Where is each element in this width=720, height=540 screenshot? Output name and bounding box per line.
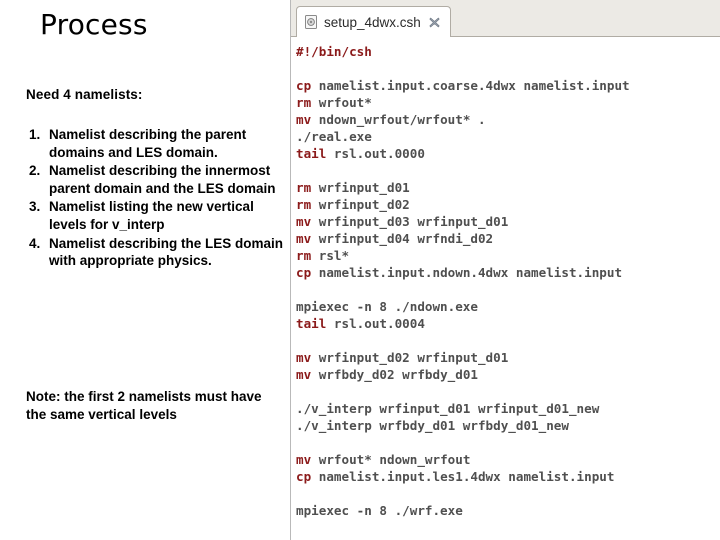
text-editor-window: setup_4dwx.csh #!/bin/csh cp namelist.in… [290, 0, 720, 540]
list-item: Namelist describing the LES domain with … [44, 235, 294, 270]
list-item: Namelist listing the new vertical levels… [44, 198, 294, 233]
list-item: Namelist describing the innermost parent… [44, 162, 294, 197]
tab-setup-4dwx-csh[interactable]: setup_4dwx.csh [296, 6, 451, 37]
code-editor-area[interactable]: #!/bin/csh cp namelist.input.coarse.4dwx… [291, 37, 720, 540]
list-item: Namelist describing the parent domains a… [44, 126, 294, 161]
script-source: #!/bin/csh cp namelist.input.coarse.4dwx… [296, 44, 630, 518]
intro-text: Need 4 namelists: [26, 87, 143, 102]
document-icon [304, 15, 318, 29]
tab-label: setup_4dwx.csh [324, 14, 421, 30]
close-icon[interactable] [427, 15, 442, 30]
slide-content-panel: Process Need 4 namelists: Namelist descr… [0, 0, 290, 540]
page-title: Process [40, 8, 148, 41]
namelist-ordered-list: Namelist describing the parent domains a… [22, 126, 294, 271]
tab-strip: setup_4dwx.csh [291, 0, 720, 37]
note-text: Note: the first 2 namelists must have th… [26, 389, 262, 422]
